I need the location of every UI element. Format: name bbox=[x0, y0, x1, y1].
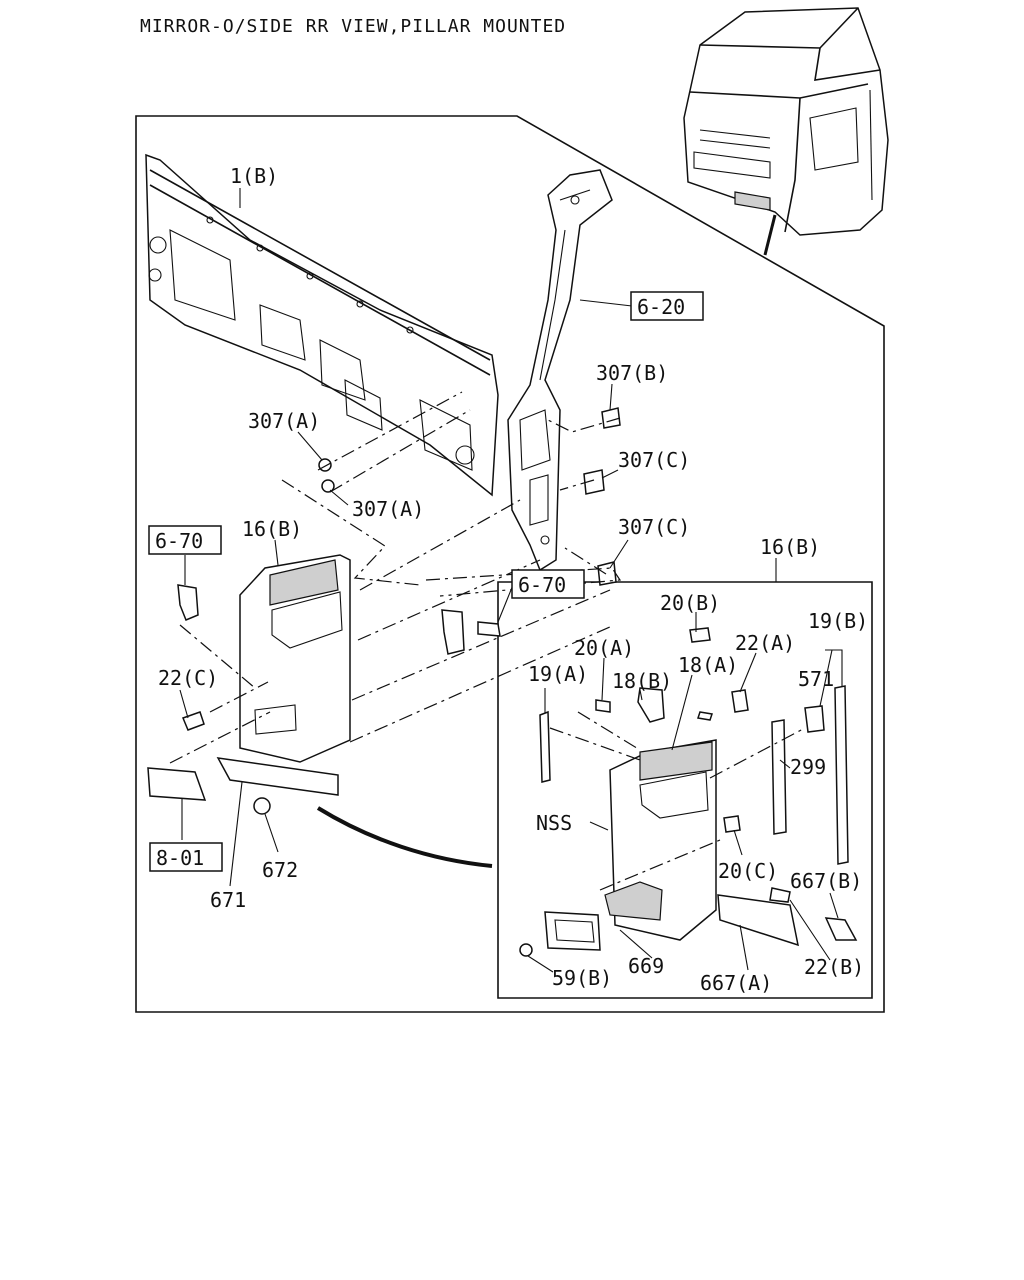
diagram-title: MIRROR-O/SIDE RR VIEW,PILLAR MOUNTED bbox=[140, 16, 566, 37]
label-667a: 667(A) bbox=[700, 971, 772, 995]
label-22b: 22(B) bbox=[804, 955, 864, 979]
ref-box-6-70-left bbox=[148, 525, 222, 555]
label-307a-bottom: 307(A) bbox=[352, 497, 424, 521]
label-8-01: 8-01 bbox=[156, 846, 204, 870]
label-667b: 667(B) bbox=[790, 869, 862, 893]
ref-box-8-01 bbox=[149, 842, 223, 872]
label-20a: 20(A) bbox=[574, 636, 634, 660]
label-19a: 19(A) bbox=[528, 662, 588, 686]
label-6-20: 6-20 bbox=[637, 295, 685, 319]
label-22a: 22(A) bbox=[735, 631, 795, 655]
label-307c-top: 307(C) bbox=[618, 448, 690, 472]
label-20b: 20(B) bbox=[660, 591, 720, 615]
assembly-lines bbox=[169, 391, 622, 764]
label-307b: 307(B) bbox=[596, 361, 668, 385]
label-307c-bottom: 307(C) bbox=[618, 515, 690, 539]
inset-parts bbox=[519, 627, 858, 957]
leader-lines bbox=[179, 188, 843, 973]
label-671: 671 bbox=[210, 888, 246, 912]
label-672: 672 bbox=[262, 858, 298, 882]
pillar bbox=[507, 169, 613, 572]
label-20c: 20(C) bbox=[718, 859, 778, 883]
label-1b: 1(B) bbox=[230, 164, 278, 188]
label-571: 571 bbox=[798, 667, 834, 691]
label-59b: 59(B) bbox=[552, 966, 612, 990]
label-6-70-left: 6-70 bbox=[155, 529, 203, 553]
corner-panel-left bbox=[216, 554, 351, 796]
label-6-70-mid: 6-70 bbox=[518, 573, 566, 597]
label-18b: 18(B) bbox=[612, 669, 672, 693]
label-16b-right: 16(B) bbox=[760, 535, 820, 559]
label-nss: NSS bbox=[536, 811, 572, 835]
cowl-panel bbox=[145, 153, 499, 497]
ref-box-6-70-mid bbox=[511, 569, 585, 599]
detail-inset-frame bbox=[497, 581, 873, 999]
ref-box-6-20 bbox=[630, 291, 704, 321]
label-307a-top: 307(A) bbox=[248, 409, 320, 433]
label-18a: 18(A) bbox=[678, 653, 738, 677]
cab-illustration bbox=[683, 7, 889, 256]
label-19b: 19(B) bbox=[808, 609, 868, 633]
label-22c: 22(C) bbox=[158, 666, 218, 690]
label-669: 669 bbox=[628, 954, 664, 978]
label-16b-left: 16(B) bbox=[242, 517, 302, 541]
small-parts bbox=[147, 407, 621, 868]
outer-frame bbox=[135, 115, 885, 1013]
label-299: 299 bbox=[790, 755, 826, 779]
